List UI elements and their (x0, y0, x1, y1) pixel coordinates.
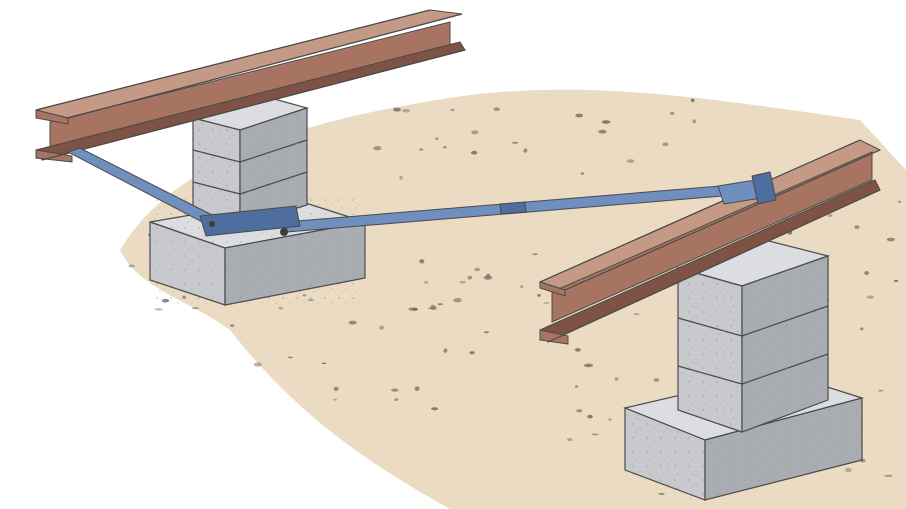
ground-speck (414, 386, 420, 391)
tie-down-straps (66, 147, 777, 237)
ground-speck (580, 172, 585, 175)
ground-speck (886, 237, 896, 242)
ground-speck (614, 377, 619, 381)
right-pier (623, 239, 865, 501)
ground-speck (424, 281, 429, 284)
ground-speck (443, 348, 448, 353)
ground-speck (626, 159, 635, 163)
ground-speck (431, 407, 439, 411)
ground-speck (459, 280, 466, 284)
ground-speck (633, 313, 640, 316)
ground-speck (532, 253, 538, 256)
ground-speck (128, 264, 135, 268)
ground-speck (379, 325, 384, 330)
ground-speck (333, 386, 339, 391)
ground-speck (575, 113, 584, 118)
ground-speck (493, 107, 500, 111)
ground-speck (864, 271, 870, 275)
ground-speck (348, 320, 357, 325)
ground-speck (854, 225, 860, 230)
ground-speck (692, 119, 696, 124)
ground-speck (574, 385, 579, 388)
ground-speck (898, 200, 902, 203)
ground-speck (419, 148, 424, 151)
ground-speck (601, 120, 611, 124)
ground-speck (690, 98, 695, 103)
ground-speck (399, 175, 403, 180)
ground-speck (598, 129, 607, 134)
ground-speck (574, 348, 581, 352)
ground-speck (866, 295, 874, 299)
ground-speck (884, 474, 893, 477)
ground-speck (430, 305, 437, 311)
ground-speck (321, 362, 327, 365)
ground-speck (435, 137, 439, 140)
ground-speck (393, 107, 401, 112)
ground-speck (437, 303, 443, 306)
ground-speck (287, 356, 293, 359)
ground-speck (469, 351, 475, 355)
ground-speck (154, 308, 163, 311)
ground-speck (412, 307, 418, 311)
ground-speck (537, 294, 541, 297)
ground-speck (278, 306, 283, 310)
ground-speck (511, 141, 519, 144)
ground-speck (483, 331, 490, 334)
ground-speck (453, 298, 462, 303)
ground-speck (845, 467, 852, 473)
anchor-plate (199, 205, 301, 237)
ground-speck (391, 388, 399, 392)
ground-speck (483, 275, 493, 280)
left-i-beam (35, 9, 466, 163)
ground-speck (523, 148, 528, 153)
ground-speck (230, 324, 235, 327)
ground-speck (878, 389, 884, 392)
ground-speck (658, 492, 665, 495)
ground-speck (333, 398, 337, 401)
ground-speck (584, 363, 593, 368)
ground-speck (576, 409, 583, 413)
ground-speck (670, 111, 675, 115)
ground-speck (653, 378, 660, 382)
ground-speck (471, 130, 479, 135)
ground-speck (394, 398, 399, 401)
ground-speck (662, 142, 669, 147)
ground-speck (443, 146, 447, 149)
ground-speck (191, 307, 199, 309)
ground-speck (450, 108, 455, 111)
anchor-bolt (280, 228, 288, 236)
ground-speck (859, 327, 864, 331)
ground-speck (253, 362, 262, 367)
ground-speck (587, 414, 593, 419)
ground-speck (893, 279, 899, 283)
ground-speck (471, 150, 478, 155)
ground-speck (608, 418, 612, 421)
ground-speck (474, 267, 481, 272)
right-i-beam (538, 139, 882, 345)
ground-speck (467, 275, 472, 280)
ground-speck (373, 146, 382, 151)
ground-speck (591, 433, 599, 436)
left-pier (149, 94, 366, 306)
ground-speck (827, 214, 833, 217)
ground-speck (520, 285, 524, 289)
ground-speck (543, 302, 550, 304)
ground-speck (402, 108, 410, 113)
ground-speck (567, 438, 573, 442)
ground-speck (419, 259, 425, 264)
